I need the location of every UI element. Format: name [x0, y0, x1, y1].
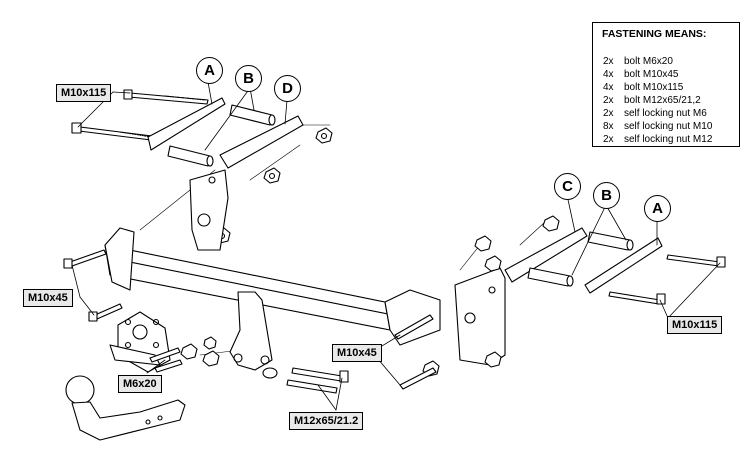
nut-right-2 — [484, 255, 502, 272]
label-m10x115-right: M10x115 — [667, 316, 723, 334]
nut-right-3 — [542, 215, 560, 232]
fastening-qty: 2x — [603, 108, 614, 119]
bolt-m10x45-left-1 — [63, 249, 107, 269]
plate-c-right — [504, 227, 588, 283]
fastening-title: FASTENING MEANS: — [602, 28, 707, 40]
right-side-bracket — [454, 267, 506, 366]
nut-right-1 — [474, 235, 492, 252]
fastening-desc: self locking nut M12 — [624, 134, 713, 145]
fastening-desc: bolt M10x115 — [624, 82, 684, 93]
callout-b-right: B — [593, 182, 620, 209]
bolt-m12x65-1 — [291, 367, 349, 383]
safety-chain-ring — [262, 367, 278, 379]
bolt-m10x115-lower-left — [71, 122, 161, 142]
fastening-desc: bolt M6x20 — [624, 56, 673, 67]
spacer-b-right — [527, 231, 634, 287]
plate-a-left — [147, 97, 226, 151]
plate-a-right — [584, 237, 663, 294]
bolt-m10x115-upper-right — [666, 254, 726, 268]
fastening-item: 4x bolt M10x45 — [603, 69, 678, 81]
spacer-b-left — [167, 104, 276, 167]
nut-center-2 — [203, 336, 217, 350]
fastening-qty: 2x — [603, 134, 614, 145]
main-crossbar — [104, 227, 441, 346]
bolt-m10x45-left-2 — [88, 303, 123, 322]
fastening-item: 8x self locking nut M10 — [603, 121, 712, 133]
plate-d-left — [219, 115, 304, 169]
callout-c-right: C — [554, 173, 581, 200]
fastening-item: 4x bolt M10x115 — [603, 82, 683, 94]
label-m10x45-center: M10x45 — [332, 344, 382, 362]
left-side-bracket — [189, 169, 229, 251]
fastening-qty: 2x — [603, 56, 614, 67]
fastening-qty: 4x — [603, 82, 614, 93]
tow-ball-arm — [65, 375, 186, 441]
fastening-desc: bolt M10x45 — [624, 69, 679, 80]
fastening-item: 2x self locking nut M12 — [603, 134, 712, 146]
callout-a-right: A — [644, 195, 671, 222]
fastening-desc: self locking nut M6 — [624, 108, 707, 119]
label-m6x20: M6x20 — [118, 375, 162, 393]
center-hanger-plates — [229, 291, 273, 371]
fastening-desc: self locking nut M10 — [624, 121, 713, 132]
fastening-desc: bolt M12x65/21,2 — [624, 95, 701, 106]
fastening-means-box: FASTENING MEANS: 2x bolt M6x20 4x bolt M10… — [592, 22, 740, 147]
callout-d-left: D — [274, 75, 301, 102]
nut-center-1 — [202, 350, 220, 367]
nut-right-4 — [484, 351, 502, 368]
fastening-item: 2x bolt M6x20 — [603, 56, 673, 68]
fastening-qty: 2x — [603, 95, 614, 106]
callout-a-left: A — [196, 57, 223, 84]
label-m10x115-left: M10x115 — [56, 84, 112, 102]
nut-upper-left-2 — [263, 167, 281, 184]
bolt-m10x115-lower-right — [608, 291, 666, 305]
fastening-item: 2x bolt M12x65/21,2 — [603, 95, 701, 107]
nut-center-3 — [180, 343, 198, 360]
fastening-qty: 8x — [603, 121, 614, 132]
fastening-item: 2x self locking nut M6 — [603, 108, 707, 120]
label-m10x45-left: M10x45 — [23, 289, 73, 307]
bolt-m10x45-center-2 — [399, 367, 437, 390]
bolt-m12x65-2 — [286, 379, 338, 394]
callout-b-left: B — [235, 65, 262, 92]
bolt-m10x45-center-1 — [394, 314, 434, 340]
label-m12x65: M12x65/21.2 — [289, 412, 364, 430]
nut-upper-left-1 — [315, 127, 333, 144]
bolt-m6x20 — [149, 347, 183, 373]
fastening-qty: 4x — [603, 69, 614, 80]
bolt-m10x115-upper-left — [123, 89, 209, 105]
